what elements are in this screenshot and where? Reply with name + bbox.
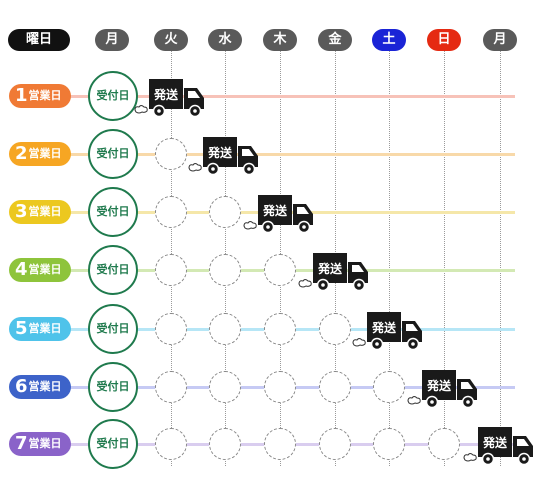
- exhaust-smoke-icon: [463, 453, 477, 462]
- truck-icon: 発送: [203, 137, 258, 176]
- weekday-pill: 月: [95, 29, 129, 51]
- waiting-day-circle: [155, 313, 187, 345]
- waiting-day-circle: [373, 428, 405, 460]
- truck-label: 発送: [426, 378, 452, 393]
- receive-date-circle: 受付日: [88, 304, 138, 354]
- waiting-day-circle: [155, 138, 187, 170]
- business-day-text: 営業日: [28, 322, 62, 335]
- weekday-pill: 土: [372, 29, 406, 51]
- day-gridline: [444, 51, 445, 466]
- business-day-label: 3営業日: [9, 200, 71, 224]
- waiting-day-circle: [209, 254, 241, 286]
- business-day-text: 営業日: [28, 380, 62, 393]
- receive-date-circle: 受付日: [88, 129, 138, 179]
- waiting-day-circle: [319, 428, 351, 460]
- business-day-text: 営業日: [28, 437, 62, 450]
- day-gridline: [389, 51, 390, 466]
- truck-icon: 発送: [478, 427, 533, 466]
- truck-label: 発送: [207, 145, 233, 160]
- truck-label: 発送: [262, 203, 288, 218]
- waiting-day-circle: [209, 313, 241, 345]
- business-day-number: 3: [15, 201, 28, 222]
- exhaust-smoke-icon: [407, 396, 421, 405]
- waiting-day-circle: [209, 428, 241, 460]
- weekday-pill: 木: [263, 29, 297, 51]
- business-day-label: 1営業日: [9, 84, 71, 108]
- business-day-number: 6: [15, 376, 28, 397]
- truck-label: 発送: [317, 261, 343, 276]
- schedule-row: 2営業日受付日発送: [0, 124, 540, 184]
- weekday-pill: 火: [154, 29, 188, 51]
- waiting-day-circle: [264, 428, 296, 460]
- waiting-day-circle: [319, 371, 351, 403]
- row-timeline-line: [70, 211, 515, 214]
- truck-icon: 発送: [313, 253, 368, 292]
- receive-date-circle: 受付日: [88, 71, 138, 121]
- exhaust-smoke-icon: [352, 338, 366, 347]
- waiting-day-circle: [264, 313, 296, 345]
- weekday-pill: 日: [427, 29, 461, 51]
- business-day-label: 4営業日: [9, 258, 71, 282]
- waiting-day-circle: [209, 196, 241, 228]
- truck-icon: 発送: [422, 370, 477, 409]
- weekday-pill: 水: [208, 29, 242, 51]
- waiting-day-circle: [264, 371, 296, 403]
- truck-label: 発送: [153, 87, 179, 102]
- exhaust-smoke-icon: [188, 163, 202, 172]
- truck-icon: 発送: [367, 312, 422, 351]
- weekday-header-label: 曜日: [8, 29, 70, 51]
- waiting-day-circle: [264, 254, 296, 286]
- business-day-label: 5営業日: [9, 317, 71, 341]
- waiting-day-circle: [155, 428, 187, 460]
- waiting-day-circle: [319, 313, 351, 345]
- business-day-text: 営業日: [28, 263, 62, 276]
- business-day-text: 営業日: [28, 89, 62, 102]
- business-day-number: 5: [15, 318, 28, 339]
- weekday-pill: 月: [483, 29, 517, 51]
- business-day-label: 7営業日: [9, 432, 71, 456]
- schedule-row: 3営業日受付日発送: [0, 182, 540, 242]
- row-timeline-line: [70, 95, 515, 98]
- schedule-row: 1営業日受付日発送: [0, 66, 540, 126]
- receive-date-circle: 受付日: [88, 245, 138, 295]
- waiting-day-circle: [428, 428, 460, 460]
- waiting-day-circle: [209, 371, 241, 403]
- receive-date-circle: 受付日: [88, 362, 138, 412]
- schedule-row: 7営業日受付日発送: [0, 414, 540, 474]
- truck-label: 発送: [482, 435, 508, 450]
- day-gridline: [500, 51, 501, 466]
- exhaust-smoke-icon: [134, 105, 148, 114]
- waiting-day-circle: [155, 371, 187, 403]
- business-day-number: 4: [15, 259, 28, 280]
- receive-date-circle: 受付日: [88, 187, 138, 237]
- waiting-day-circle: [155, 196, 187, 228]
- business-day-text: 営業日: [28, 205, 62, 218]
- exhaust-smoke-icon: [243, 221, 257, 230]
- row-timeline-line: [70, 153, 515, 156]
- business-day-number: 7: [15, 433, 28, 454]
- waiting-day-circle: [373, 371, 405, 403]
- exhaust-smoke-icon: [298, 279, 312, 288]
- truck-label: 発送: [371, 320, 397, 335]
- business-day-number: 1: [15, 85, 28, 106]
- business-day-label: 6営業日: [9, 375, 71, 399]
- schedule-row: 4営業日受付日発送: [0, 240, 540, 300]
- schedule-row: 5営業日受付日発送: [0, 299, 540, 359]
- receive-date-circle: 受付日: [88, 419, 138, 469]
- business-day-label: 2営業日: [9, 142, 71, 166]
- truck-icon: 発送: [149, 79, 204, 118]
- waiting-day-circle: [155, 254, 187, 286]
- business-day-text: 営業日: [28, 147, 62, 160]
- truck-icon: 発送: [258, 195, 313, 234]
- business-day-number: 2: [15, 143, 28, 164]
- schedule-row: 6営業日受付日発送: [0, 357, 540, 417]
- weekday-pill: 金: [318, 29, 352, 51]
